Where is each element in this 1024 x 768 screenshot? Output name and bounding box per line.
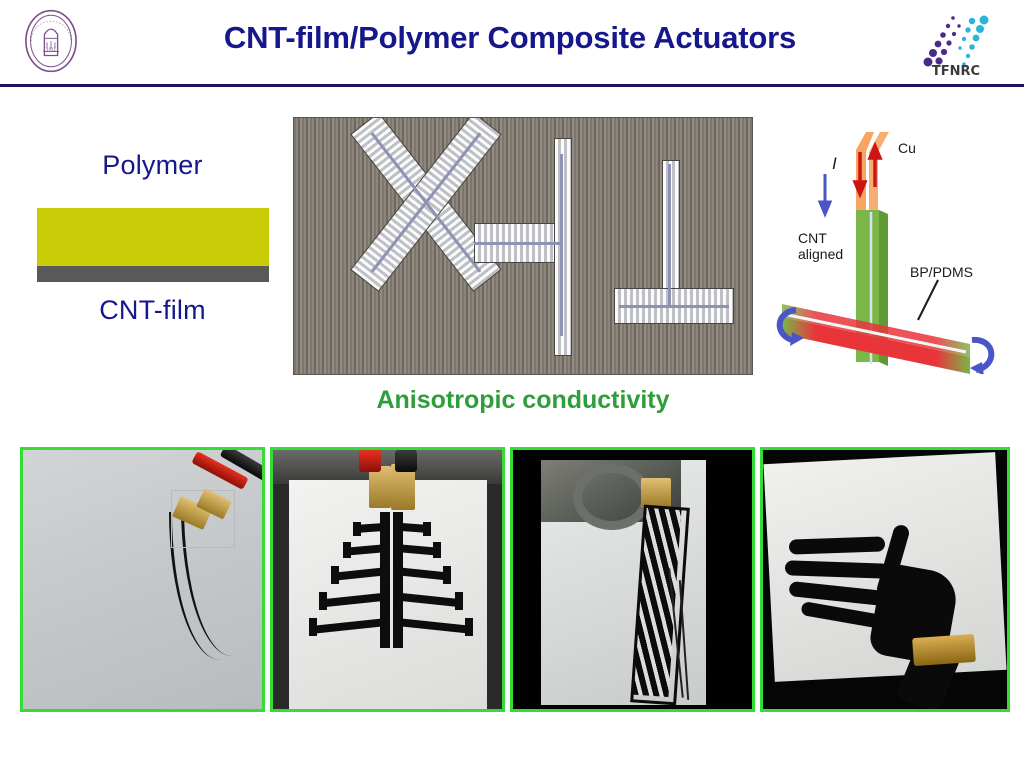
tfnrc-logo-icon: TFNRC — [923, 15, 989, 78]
t-shape-wire-horizontal — [619, 305, 729, 308]
finger-pinky — [800, 600, 884, 630]
tfnrc-logo-text: TFNRC — [932, 64, 980, 78]
page-title: CNT-film/Polymer Composite Actuators — [223, 20, 797, 55]
actuator-3d-illustration — [776, 132, 995, 376]
clamp-ring — [573, 464, 651, 530]
h-shape-wire-horizontal — [474, 242, 562, 245]
horizontal-beam-seam — [787, 313, 967, 354]
h-shape-wire-vertical — [560, 154, 563, 336]
cnt-film-label: CNT-film — [99, 295, 206, 325]
panel-serpentine-actuator — [510, 447, 755, 712]
cnt-alignment-arrow — [817, 174, 833, 218]
tree-branch-r5-tip — [465, 618, 473, 636]
polymer-layer-rect — [37, 208, 269, 266]
tree-branch-r3-tip — [443, 566, 451, 584]
tsinghua-university-seal-icon: 1911 — [25, 9, 77, 73]
h-shape-film-vertical — [554, 138, 572, 356]
horizontal-beam-front — [782, 317, 970, 374]
bp-pdms-actuator-diagram: Cu I CNT aligned BP/PDMS — [770, 112, 1020, 376]
cnt-aligned-label: CNT aligned — [798, 230, 844, 263]
red-lead — [359, 450, 381, 472]
finger-index — [788, 536, 886, 555]
tree-branch-l2-tip — [343, 542, 351, 558]
tree-branch-r2-tip — [433, 542, 441, 558]
panel-fir-tree-actuator — [270, 447, 505, 712]
cnt-film-layer-rect — [37, 266, 269, 282]
actuator-photo-strip — [20, 447, 1010, 712]
panel-hand-actuator — [760, 447, 1010, 712]
tree-branch-l4-tip — [319, 592, 327, 610]
black-lead — [395, 450, 417, 472]
cu-lead-right — [869, 132, 889, 210]
current-label: I — [832, 154, 837, 173]
bp-pdms-label: BP/PDMS — [910, 264, 974, 280]
tree-trunk — [380, 512, 390, 648]
panel-curved-strips — [20, 447, 265, 712]
finger-middle — [784, 560, 890, 579]
anisotropic-conductivity-caption: Anisotropic conductivity — [376, 386, 670, 414]
cu-label: Cu — [898, 140, 916, 156]
anisotropic-film-micrograph — [293, 117, 753, 375]
tree-branch-l1-tip — [353, 522, 361, 536]
finger-ring — [788, 581, 886, 606]
svg-text:1911: 1911 — [46, 47, 57, 52]
tree-branch-l5-tip — [309, 618, 317, 636]
t-shape-wire-vertical — [668, 164, 671, 306]
tree-branch-r4-tip — [455, 592, 463, 610]
brass-connector — [641, 478, 671, 508]
bilayer-schematic: Polymer CNT-film — [20, 140, 285, 345]
tree-branch-l3-tip — [331, 566, 339, 584]
t-shape-film-vertical — [662, 160, 680, 292]
bp-pdms-leader-line — [917, 279, 939, 321]
brass-clip-left — [369, 466, 391, 508]
brass-wrist-clamp — [912, 633, 976, 667]
tree-trunk-2 — [393, 512, 403, 648]
bending-arrow-left — [776, 307, 797, 343]
tree-branch-r1-tip — [423, 522, 431, 536]
header-divider — [0, 84, 1024, 87]
current-arrows — [852, 141, 883, 199]
slide-header: 1911 CNT-film/Polymer Composite Actuator… — [0, 0, 1024, 87]
polymer-label: Polymer — [102, 150, 203, 180]
